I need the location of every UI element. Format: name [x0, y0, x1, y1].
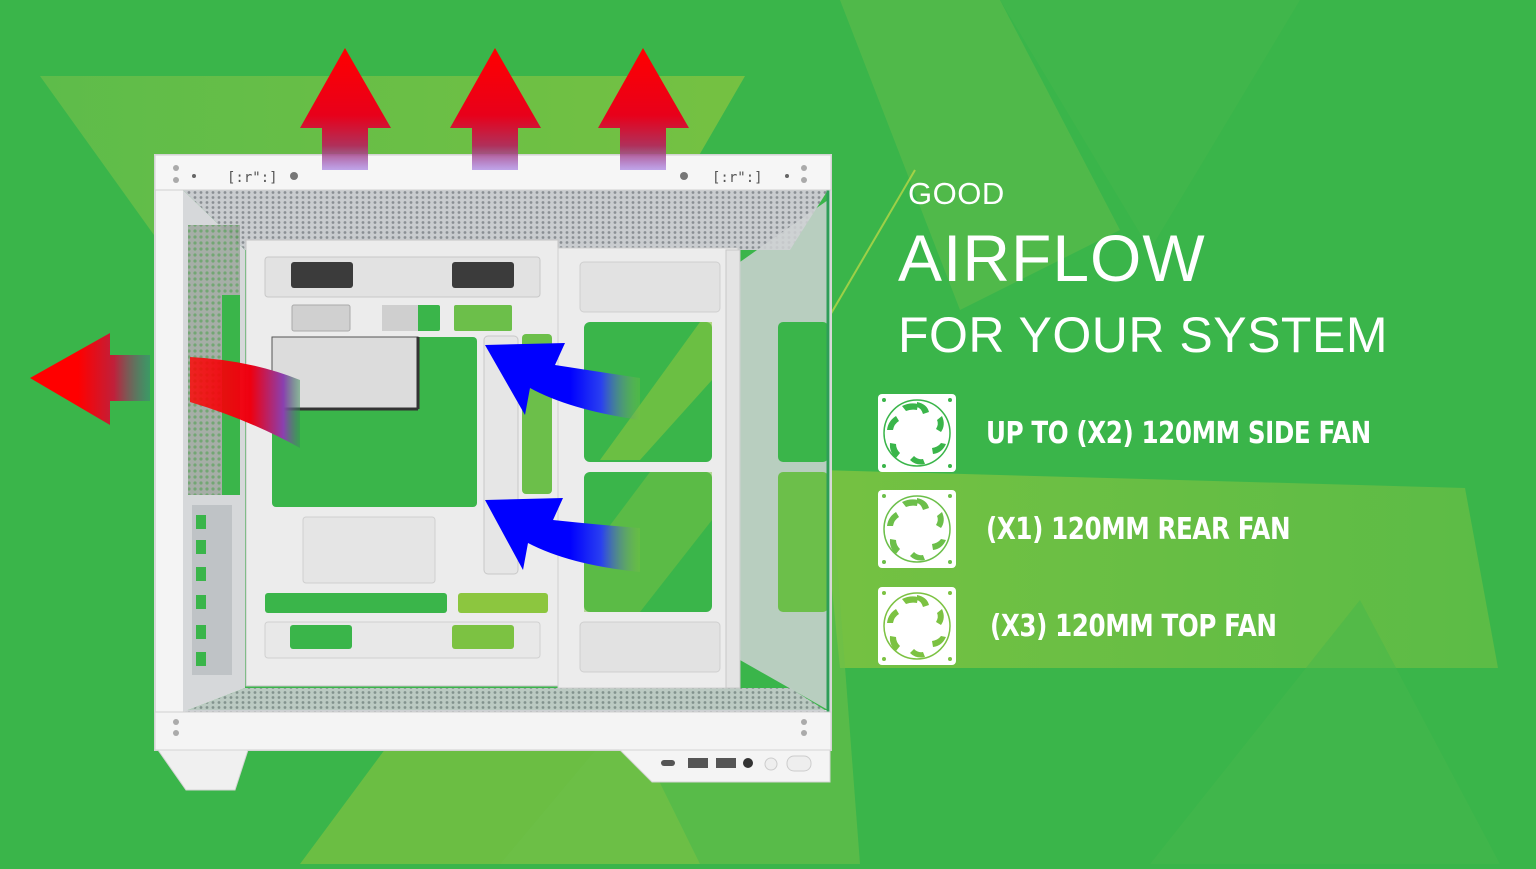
audio-jack: [743, 758, 753, 768]
top-exhaust-arrows: [300, 48, 689, 170]
feature-label: (X3) 120MM TOP FAN: [990, 608, 1277, 644]
intake-arrow-icon: [485, 498, 640, 572]
feature-rear-fan: (X1) 120MM REAR FAN: [878, 490, 1357, 568]
usb-c-port: [661, 760, 675, 766]
feature-top-fan: (X3) 120MM TOP FAN: [878, 587, 1339, 665]
feature-label: (X1) 120MM REAR FAN: [986, 511, 1291, 547]
side-intake-arrows: [485, 343, 640, 572]
exhaust-arrow-up-icon: [450, 48, 541, 170]
usb-a-port: [688, 758, 708, 768]
headline-good: GOOD: [908, 176, 1005, 211]
exhaust-curve-icon: [190, 357, 300, 448]
svg-text:[:r":]: [:r":]: [712, 170, 763, 186]
reset-button: [764, 757, 778, 771]
feature-side-fan: UP TO (X2) 120MM SIDE FAN: [878, 394, 1455, 472]
headline-for-your-system: FOR YOUR SYSTEM: [898, 307, 1388, 363]
exhaust-arrow-up-icon: [598, 48, 689, 170]
front-io-panel: [661, 755, 812, 772]
power-button: [786, 755, 812, 772]
fan-icon: [878, 394, 956, 472]
intake-arrow-icon: [485, 343, 640, 420]
usb-a-port: [716, 758, 736, 768]
headline-airflow: AIRFLOW: [898, 221, 1206, 295]
svg-text:[:r":]: [:r":]: [227, 170, 278, 186]
exhaust-arrow-left-icon: [30, 333, 150, 425]
feature-label: UP TO (X2) 120MM SIDE FAN: [986, 415, 1371, 451]
exhaust-arrow-up-icon: [300, 48, 391, 170]
fan-icon: [878, 587, 956, 665]
fan-icon: [878, 490, 956, 568]
